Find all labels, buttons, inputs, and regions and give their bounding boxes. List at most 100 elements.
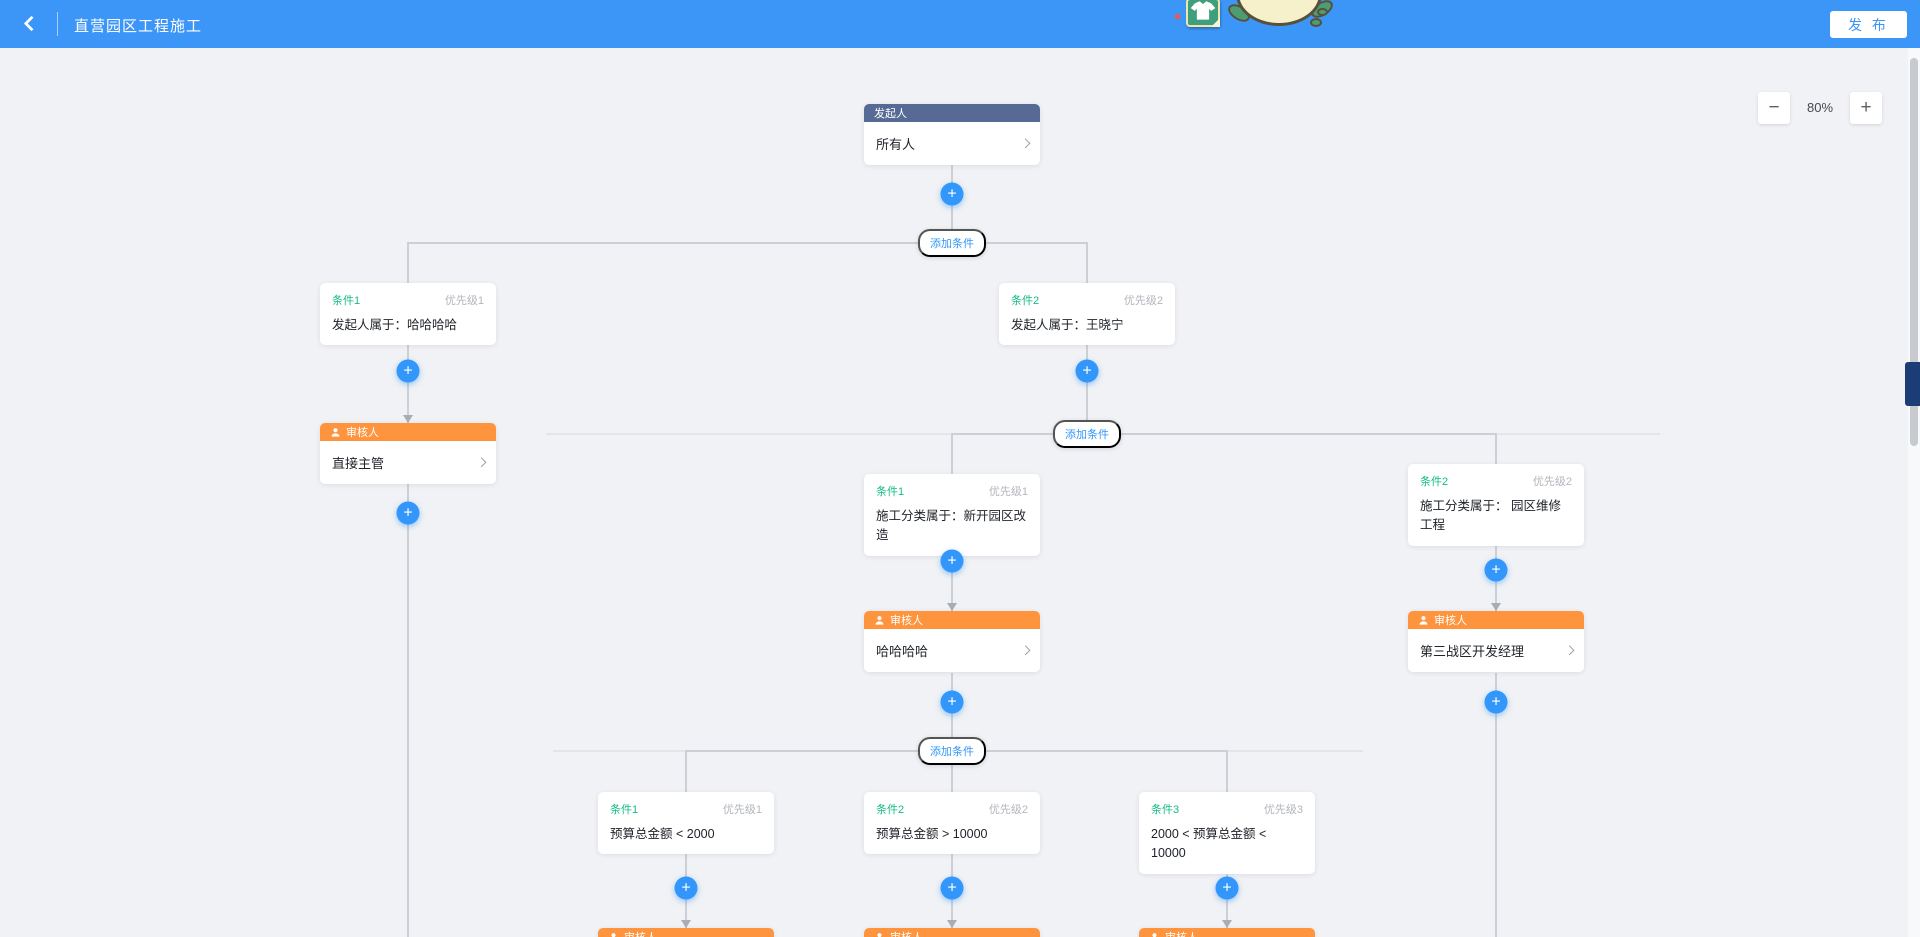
arrow-down-icon [1491,603,1501,611]
connector-line [1086,345,1088,434]
person-icon [877,932,882,937]
connector-line [407,345,409,423]
chevron-right-icon [1564,644,1575,655]
connector-line [951,751,953,792]
approver-node-third-war-zone[interactable]: 审核人 第三战区开发经理 [1408,611,1584,672]
condition-node-l1-1[interactable]: 条件1 优先级1 发起人属于：哈哈哈哈 [320,283,496,346]
condition-content: 预算总金额 > 10000 [876,827,988,841]
person-icon [875,615,884,625]
add-node-button[interactable]: + [1484,690,1508,714]
zoom-level-value: 80% [1806,100,1834,115]
approver-node-title: 审核人 [890,615,923,627]
approver-node-haha[interactable]: 审核人 哈哈哈哈 [864,611,1040,672]
add-node-button[interactable]: + [396,501,420,525]
approver-node-header: 审核人 [864,928,1040,937]
add-node-button[interactable]: + [940,876,964,900]
pet-foot [1310,18,1322,27]
zoom-in-button[interactable]: + [1850,92,1882,124]
connector-line [1086,243,1088,283]
arrow-down-icon [1222,920,1232,928]
condition-priority: 优先级2 [988,804,1028,816]
add-node-button[interactable]: + [940,182,964,206]
back-button[interactable] [12,0,52,48]
approver-node-title: 审核人 [346,427,379,439]
start-node[interactable]: 发起人 所有人 [864,104,1040,165]
condition-title: 条件1 [876,486,905,498]
add-node-button[interactable]: + [940,549,964,573]
start-node-header: 发起人 [864,104,1040,122]
chevron-right-icon [1020,137,1031,148]
approver-node-title: 审核人 [624,929,657,937]
person-icon [1152,932,1157,937]
approver-node-bottom-1[interactable]: 审核人 [598,928,774,937]
condition-title: 条件3 [1151,804,1180,816]
condition-content: 预算总金额 < 2000 [610,827,715,841]
start-node-body: 所有人 [864,122,1040,165]
connector-line [951,536,953,611]
start-node-value: 所有人 [876,137,916,152]
condition-node-l1-2[interactable]: 条件2 优先级2 发起人属于：王晓宁 [999,283,1175,346]
page-title: 直营园区工程施工 [74,18,203,35]
publish-button[interactable]: 发 布 [1830,11,1907,38]
add-condition-pill[interactable]: 添加条件 [918,737,986,765]
approver-node-bottom-2[interactable]: 审核人 [864,928,1040,937]
add-condition-pill[interactable]: 添加条件 [1053,420,1121,448]
start-node-title: 发起人 [874,108,907,120]
approver-node-header: 审核人 [1408,611,1584,629]
condition-priority: 优先级1 [444,295,484,307]
add-node-button[interactable]: + [396,359,420,383]
add-node-button[interactable]: + [1484,558,1508,582]
connector-line [1226,751,1228,792]
condition-priority: 优先级2 [1123,295,1163,307]
approver-node-title: 审核人 [1165,929,1198,937]
condition-title: 条件1 [332,295,361,307]
vertical-scrollbar[interactable] [1908,48,1920,937]
connector-line [951,434,953,474]
person-icon [611,932,616,937]
connector-line [407,242,1088,244]
add-node-button[interactable]: + [1215,876,1239,900]
floating-side-tab[interactable] [1905,362,1920,406]
pet-character[interactable] [1225,0,1336,32]
person-icon [331,427,340,437]
approver-node-title: 审核人 [890,929,923,937]
approver-node-header: 审核人 [1139,928,1315,937]
approver-node-value: 哈哈哈哈 [876,644,929,659]
approver-node-bottom-3[interactable]: 审核人 [1139,928,1315,937]
approver-node-body: 第三战区开发经理 [1408,629,1584,672]
condition-content: 2000 < 预算总金额 < 10000 [1151,827,1267,861]
condition-content: 发起人属于：哈哈哈哈 [332,318,458,332]
add-node-button[interactable]: + [674,876,698,900]
approver-node-value: 第三战区开发经理 [1420,644,1525,659]
condition-title: 条件1 [610,804,639,816]
approver-node-header: 审核人 [598,928,774,937]
approver-node-direct[interactable]: 审核人 直接主管 [320,423,496,484]
condition-content: 发起人属于：王晓宁 [1011,318,1124,332]
add-node-button[interactable]: + [940,690,964,714]
arrow-down-icon [947,603,957,611]
tshirt-glyph [1190,1,1216,20]
approver-node-header: 审核人 [864,611,1040,629]
chevron-right-icon [476,456,487,467]
chevron-right-icon [1020,644,1031,655]
tshirt-widget-icon[interactable] [1186,0,1220,27]
zoom-out-button[interactable]: − [1758,92,1790,124]
connector-line [1495,434,1497,464]
condition-title: 条件2 [1011,295,1040,307]
approver-node-body: 哈哈哈哈 [864,629,1040,672]
flow-canvas[interactable]: 发起人 所有人 + + + + + + + + + + + 添加条件 添加条件 … [0,48,1920,937]
scrollbar-thumb[interactable] [1910,58,1918,446]
condition-title: 条件2 [1420,476,1449,488]
condition-content: 施工分类属于： 园区维修工程 [1420,499,1561,533]
approver-node-header: 审核人 [320,423,496,441]
approver-node-value: 直接主管 [332,456,385,471]
add-condition-pill[interactable]: 添加条件 [918,229,986,257]
connector-line [685,751,687,792]
add-node-button[interactable]: + [1075,359,1099,383]
top-header-bar: 直营园区工程施工 发 布 [0,0,1920,48]
